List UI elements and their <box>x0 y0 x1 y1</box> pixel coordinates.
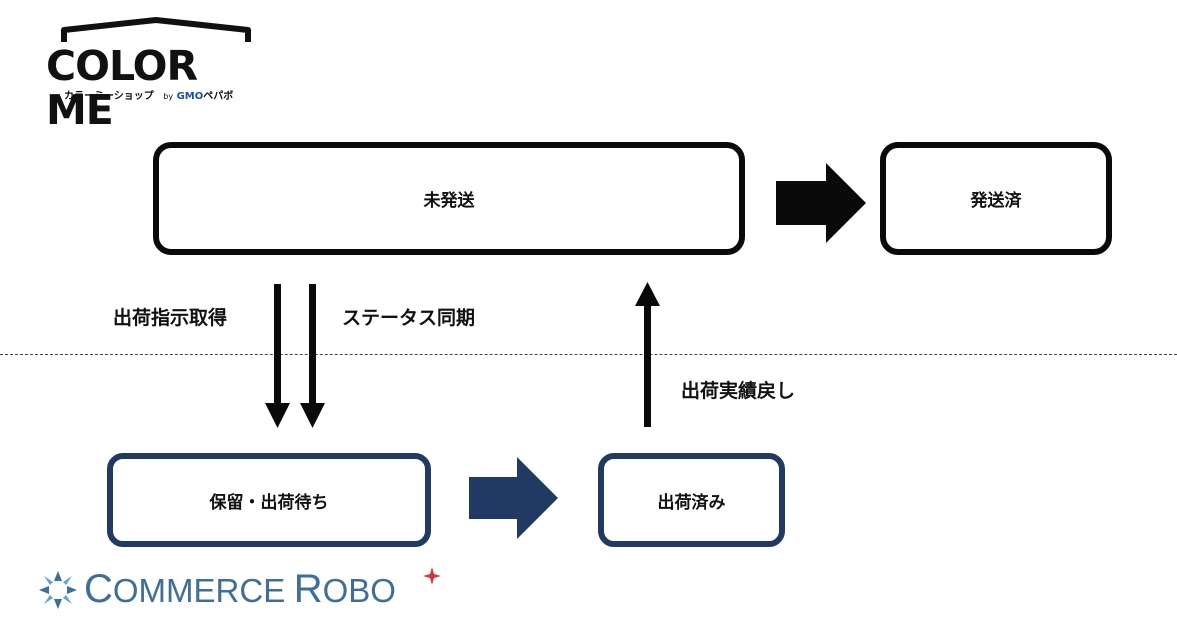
house-roof-icon <box>61 17 251 42</box>
subtitle-by: by <box>163 92 174 101</box>
robo-burst-icon <box>39 571 77 609</box>
commerce-robo-wordmark: COMMERCE ROBO <box>84 566 396 621</box>
node-dispatched: 出荷済み <box>598 453 785 547</box>
node-on-hold-label: 保留・出荷待ち <box>209 492 329 513</box>
system-divider-line <box>0 354 1177 355</box>
node-shipped: 発送済 <box>880 142 1112 255</box>
subtitle-brand: GMO <box>176 91 204 102</box>
subtitle-text: カラーミーショップ <box>64 91 154 102</box>
block-arrow-black <box>776 163 866 243</box>
subtitle-brand-suffix: ペパボ <box>203 91 234 102</box>
wordmark-r: R <box>293 567 323 611</box>
color-me-wordmark: COLOR ME <box>46 42 198 134</box>
wordmark-ommerce: OMMERCE <box>112 572 286 609</box>
wordmark-obo: OBO <box>322 572 396 609</box>
block-arrow-navy <box>469 457 558 539</box>
node-unshipped: 未発送 <box>153 142 745 255</box>
node-shipped-label: 発送済 <box>970 191 1022 211</box>
up-arrow-return <box>635 282 660 427</box>
red-star-icon <box>423 567 441 585</box>
color-me-logo: COLOR ME カラーミーショップ by GMOペパボ <box>44 16 270 132</box>
down-arrow-fetch <box>265 284 290 428</box>
node-unshipped-label: 未発送 <box>423 191 475 211</box>
edge-label-status-sync: ステータス同期 <box>342 307 476 329</box>
wordmark-c: C <box>84 567 113 611</box>
node-on-hold: 保留・出荷待ち <box>107 453 431 547</box>
edge-label-return-results: 出荷実績戻し <box>681 380 796 402</box>
edge-label-fetch-orders: 出荷指示取得 <box>113 307 228 329</box>
node-dispatched-label: 出荷済み <box>657 492 726 513</box>
color-me-subtitle: カラーミーショップ by GMOペパボ <box>64 90 233 104</box>
down-arrow-sync <box>300 284 325 428</box>
commerce-robo-logo: COMMERCE ROBO <box>38 566 448 612</box>
